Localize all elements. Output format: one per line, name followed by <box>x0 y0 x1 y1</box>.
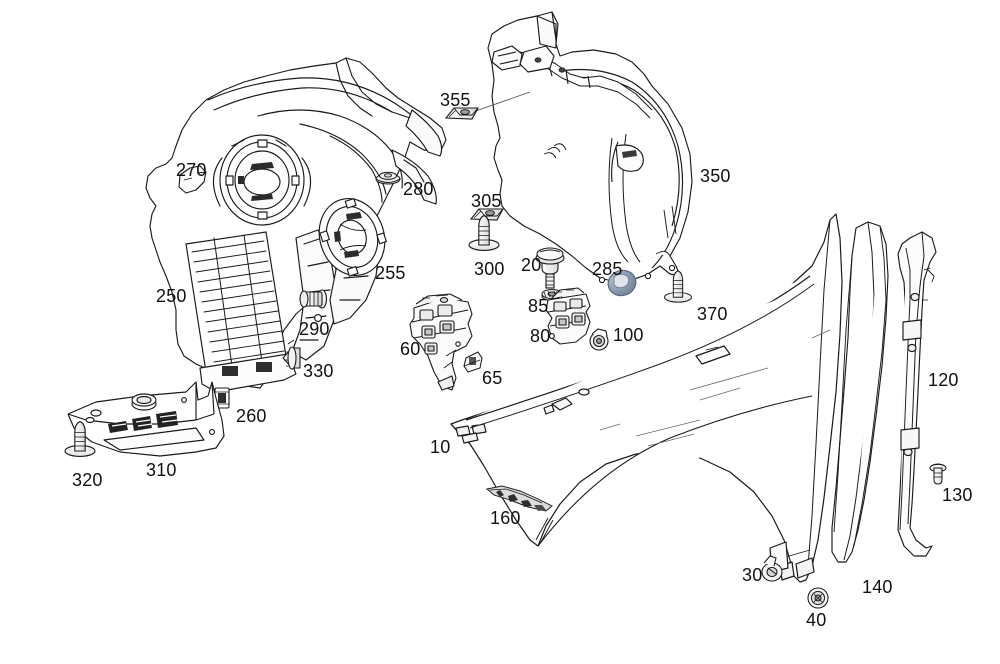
part-80-fender-support-bracket <box>545 287 591 345</box>
part-65-bracket-clip <box>463 351 483 373</box>
part-140-fender-extension-trim <box>831 221 889 563</box>
part-350-wheel-arch-liner-rear <box>487 11 693 284</box>
leader-line-355 <box>469 91 531 114</box>
part-255-access-cover-disc <box>318 197 388 277</box>
part-285-sealing-grommet <box>607 269 637 297</box>
callout-320: 320 <box>72 470 103 490</box>
callout-350: 350 <box>700 166 731 186</box>
callout-300: 300 <box>474 259 505 279</box>
callout-85: 85 <box>528 296 549 316</box>
callout-260: 260 <box>236 406 267 426</box>
part-120-inner-arch-rail <box>897 231 937 557</box>
callout-160: 160 <box>490 508 521 528</box>
part-20-hex-flange-bolt <box>535 247 565 289</box>
callout-30: 30 <box>742 565 763 585</box>
callout-330: 330 <box>303 361 334 381</box>
part-290-expanding-rivet <box>299 289 328 309</box>
callout-355: 355 <box>440 90 471 110</box>
part-10-front-fender-panel <box>450 213 843 583</box>
part-310-underbody-shield <box>67 381 225 457</box>
callout-130: 130 <box>942 485 973 505</box>
callout-310: 310 <box>146 460 177 480</box>
callout-285: 285 <box>592 259 623 279</box>
part-60-fender-mounting-bracket <box>409 293 473 391</box>
callout-20: 20 <box>521 255 542 275</box>
callout-305: 305 <box>471 191 502 211</box>
part-270-spring-clip <box>178 165 207 194</box>
callout-370: 370 <box>697 304 728 324</box>
part-250-wheel-arch-liner-front <box>145 57 447 393</box>
part-160-model-badge-emblem <box>485 485 553 512</box>
part-130-trim-rivet <box>929 463 947 485</box>
callout-290: 290 <box>299 319 330 339</box>
callout-80: 80 <box>530 326 551 346</box>
part-330-push-pin-rivet <box>282 339 301 370</box>
callout-255: 255 <box>375 263 406 283</box>
callout-140: 140 <box>862 577 893 597</box>
callout-40: 40 <box>806 610 827 630</box>
callout-65: 65 <box>482 368 503 388</box>
part-40-washer-nut <box>807 587 829 609</box>
callout-250: 250 <box>156 286 187 306</box>
callout-280: 280 <box>403 179 434 199</box>
callout-270: 270 <box>176 160 207 180</box>
callout-120: 120 <box>928 370 959 390</box>
part-30-fender-liner-screw <box>761 555 783 582</box>
part-100-rubber-stop-buffer <box>589 328 609 351</box>
callout-60: 60 <box>400 339 421 359</box>
callout-10: 10 <box>430 437 451 457</box>
callout-100: 100 <box>613 325 644 345</box>
